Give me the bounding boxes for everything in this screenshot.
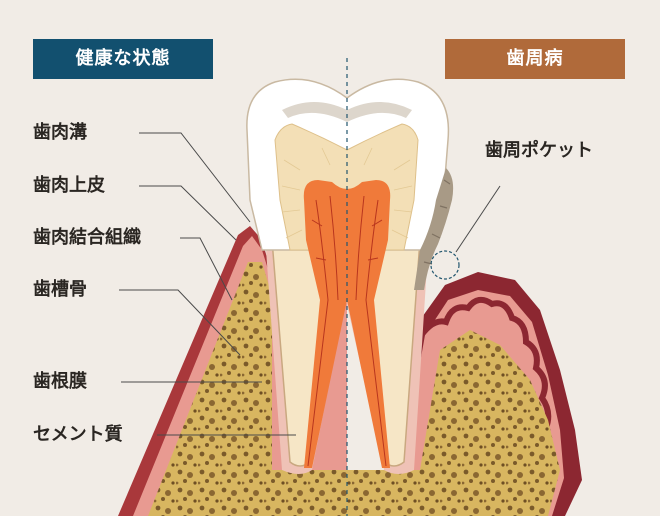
label-gingival-epithelium: 歯肉上皮 [33, 175, 105, 196]
dentin-striations [281, 147, 413, 239]
healthy-state-badge: 健康な状態 [33, 39, 213, 79]
label-periodontal-pocket: 歯周ポケット [485, 140, 593, 161]
dental-pulp [303, 180, 391, 468]
tartar-deposit [414, 168, 454, 290]
pocket-marker [430, 250, 460, 280]
label-periodontal-ligament: 歯根膜 [33, 371, 87, 392]
label-cementum: セメント質 [33, 424, 123, 445]
periodontal-disease-badge: 歯周病 [445, 39, 625, 79]
label-gingival-sulcus: 歯肉溝 [33, 122, 87, 143]
leader-lines [119, 132, 501, 436]
label-gingival-connective-tissue: 歯肉結合組織 [33, 227, 141, 248]
label-alveolar-bone: 歯槽骨 [33, 279, 87, 300]
